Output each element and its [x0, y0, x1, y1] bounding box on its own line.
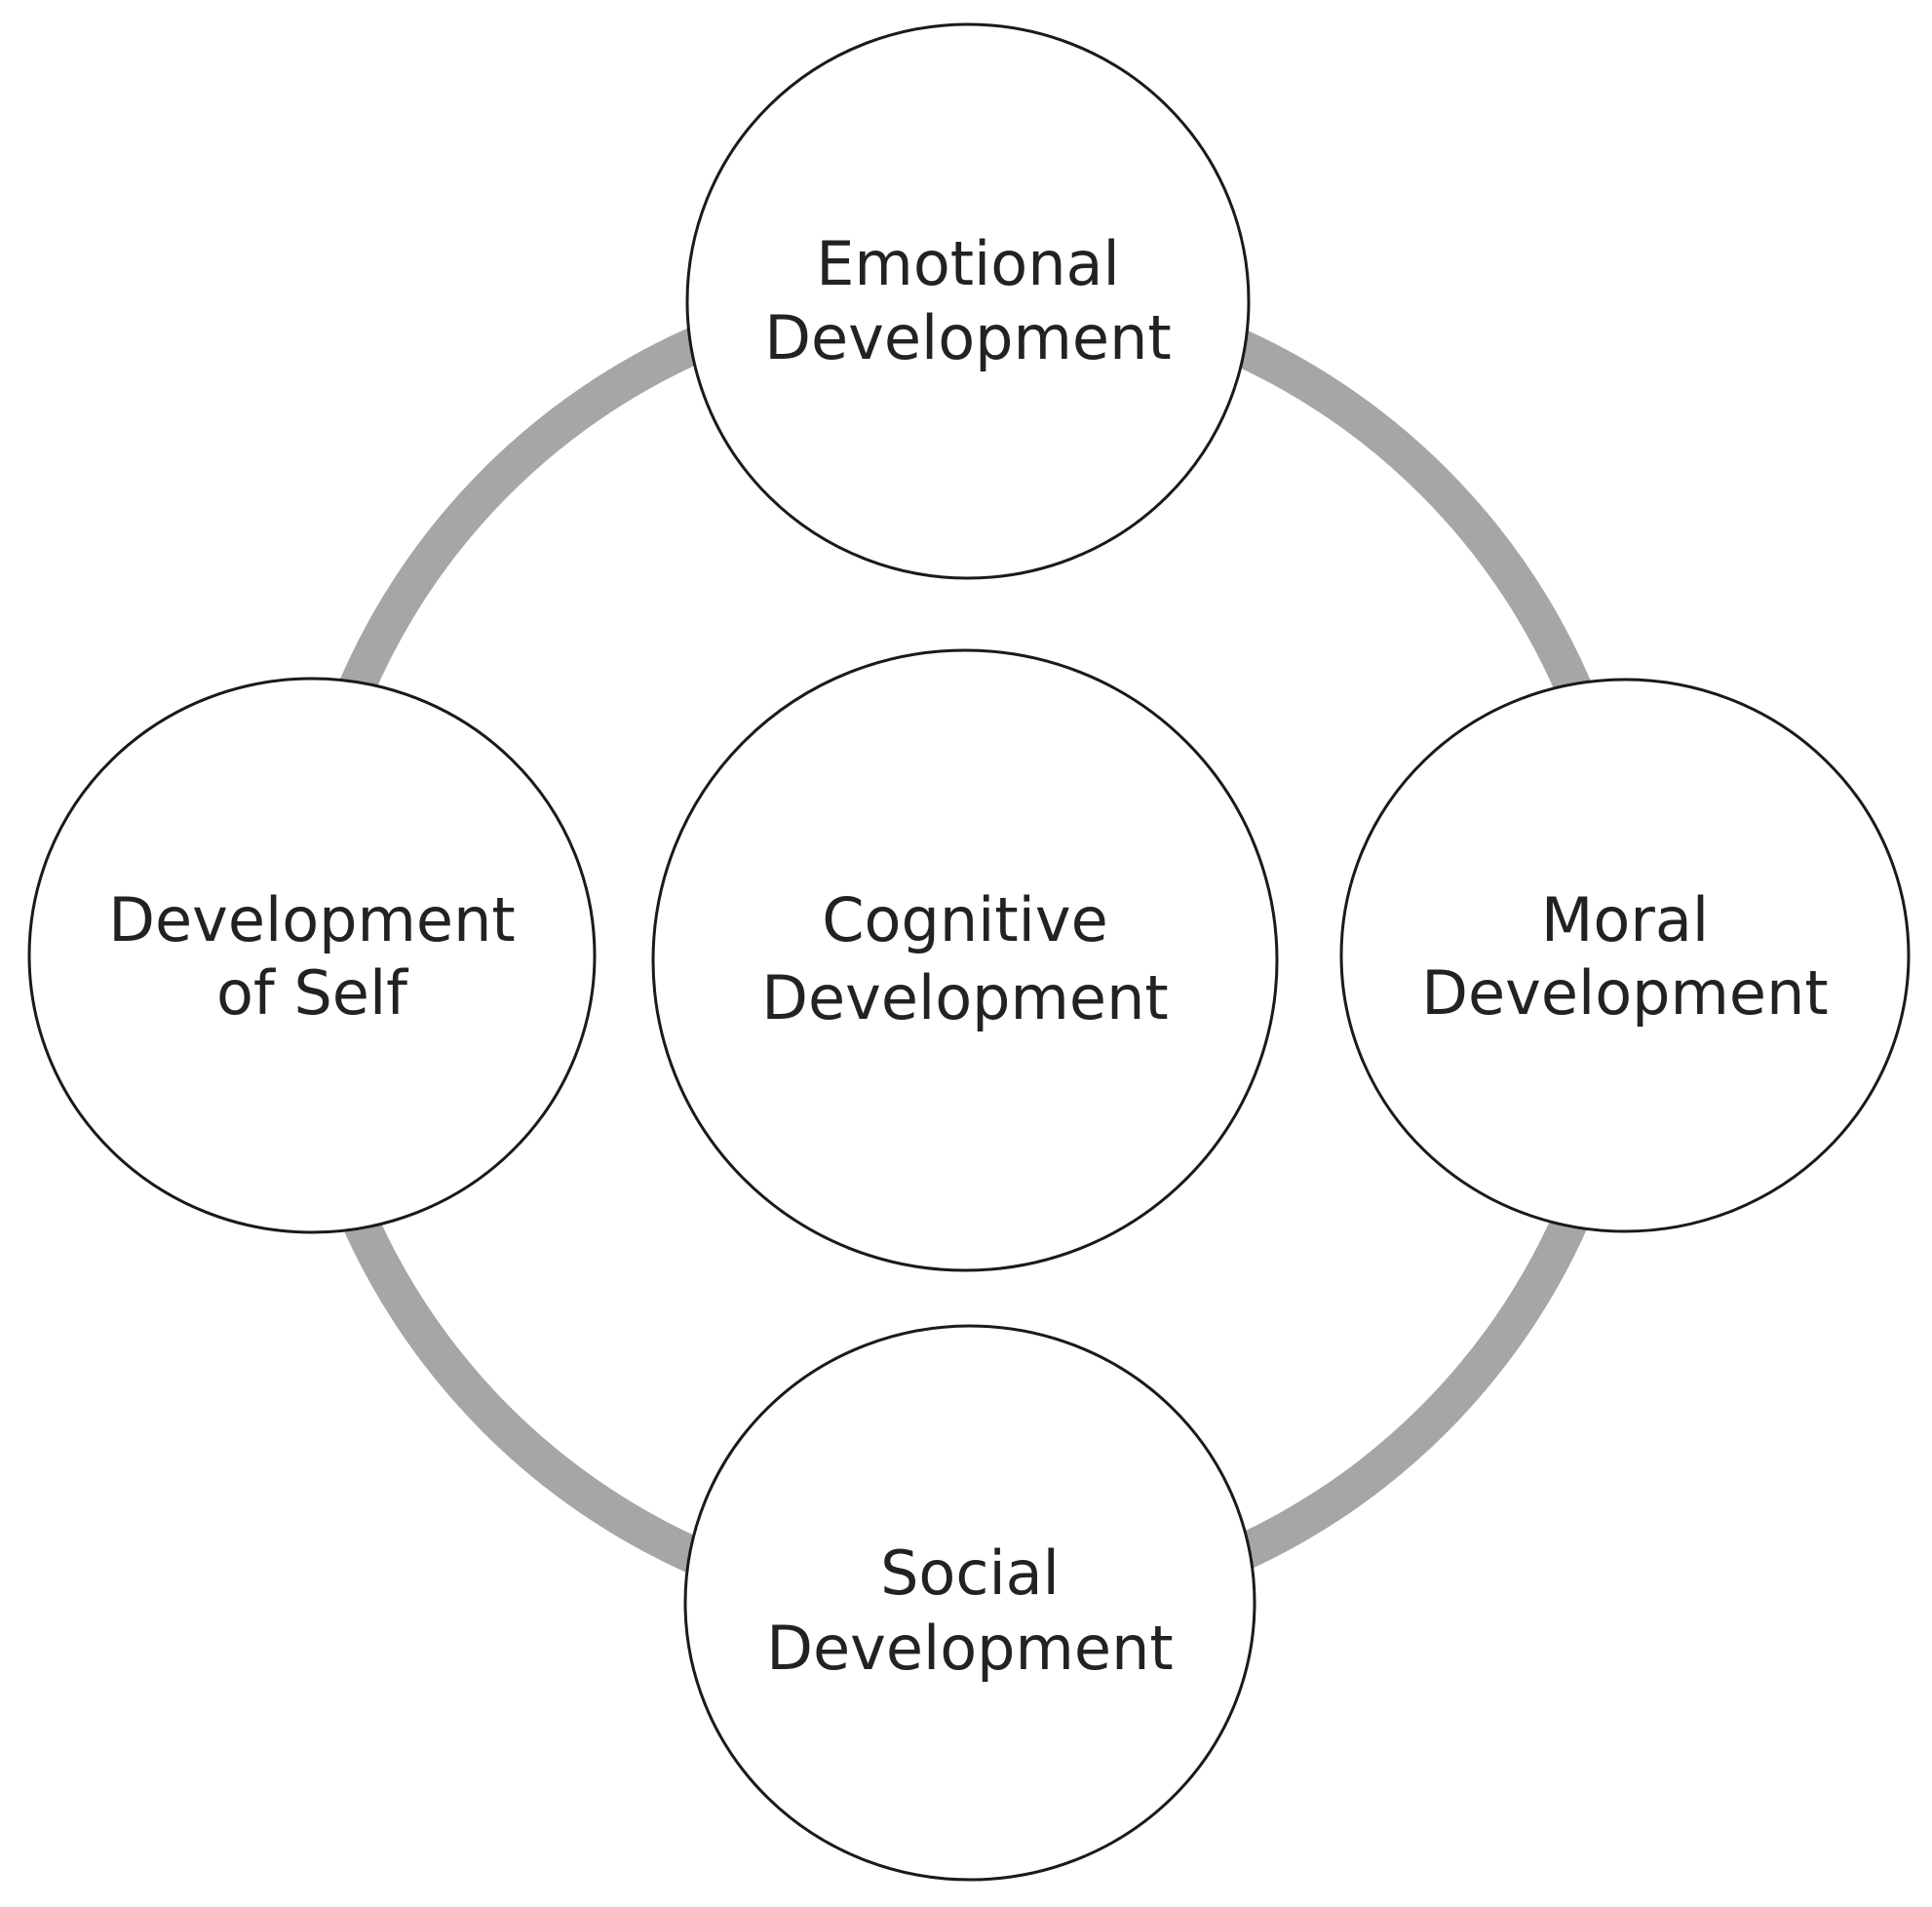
node-cognitive-development: Cognitive Development — [651, 648, 1279, 1272]
node-label-line2: Development — [766, 1613, 1173, 1684]
node-moral-development: Moral Development — [1339, 678, 1911, 1233]
node-development-of-self: Development of Self — [27, 677, 597, 1234]
node-emotional-development: Emotional Development — [685, 22, 1251, 580]
node-label-line2: Development — [761, 962, 1168, 1033]
node-label-line1: Social — [880, 1537, 1060, 1609]
node-label-line1: Emotional — [816, 228, 1119, 299]
node-label-line1: Cognitive — [822, 884, 1107, 955]
node-label-line1: Moral — [1541, 884, 1709, 955]
node-social-development: Social Development — [683, 1324, 1256, 1882]
node-label-line1: Development — [108, 884, 515, 955]
node-label-line2: Development — [1421, 957, 1828, 1029]
node-circle — [683, 1324, 1256, 1882]
node-label-line2: of Self — [216, 957, 409, 1029]
node-circle — [651, 648, 1279, 1272]
node-circle — [27, 677, 597, 1234]
node-label-line2: Development — [764, 302, 1171, 373]
node-circle — [685, 22, 1251, 580]
node-circle — [1339, 678, 1911, 1233]
